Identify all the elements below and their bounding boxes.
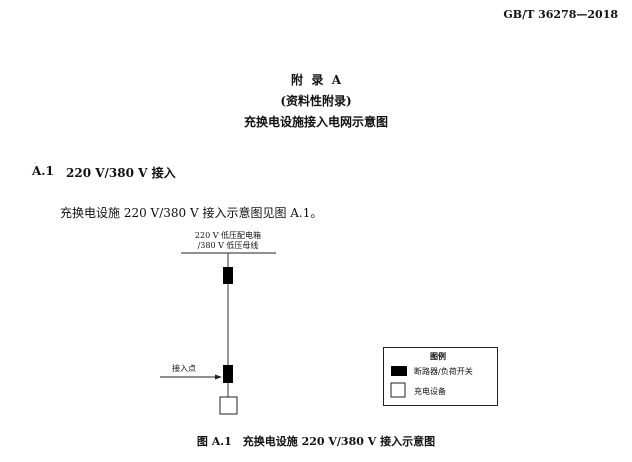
access-point-label: 接入点 bbox=[172, 364, 196, 373]
body-text: 充换电设施 220 V/380 V 接入示意图见图 A.1。 bbox=[60, 206, 323, 220]
breaker-icon bbox=[223, 365, 233, 383]
charging-equipment-icon bbox=[219, 396, 238, 415]
bus-label-1: 220 V 低压配电箱 bbox=[194, 231, 262, 240]
bus-label-2: /380 V 低压母线 bbox=[197, 241, 259, 250]
legend-charger-icon bbox=[390, 382, 406, 398]
appendix-subtitle: (资料性附录) bbox=[280, 94, 352, 108]
arrow-head-icon bbox=[215, 374, 222, 380]
section-number: A.1 bbox=[32, 164, 54, 178]
legend-item-charger: 充电设备 bbox=[414, 387, 446, 396]
legend-breaker-icon bbox=[391, 366, 407, 376]
standard-number: GB/T 36278—2018 bbox=[503, 8, 618, 21]
appendix-title: 附 录 A bbox=[290, 73, 342, 87]
figure-caption: 图 A.1 充换电设施 220 V/380 V 接入示意图 bbox=[196, 435, 436, 448]
legend-box bbox=[383, 347, 498, 406]
appendix-heading: 充换电设施接入电网示意图 bbox=[243, 115, 388, 129]
section-title: 220 V/380 V 接入 bbox=[66, 166, 176, 180]
breaker-icon bbox=[223, 267, 233, 284]
legend-title: 图例 bbox=[430, 351, 446, 361]
legend-item-breaker: 断路器/负荷开关 bbox=[414, 367, 473, 376]
